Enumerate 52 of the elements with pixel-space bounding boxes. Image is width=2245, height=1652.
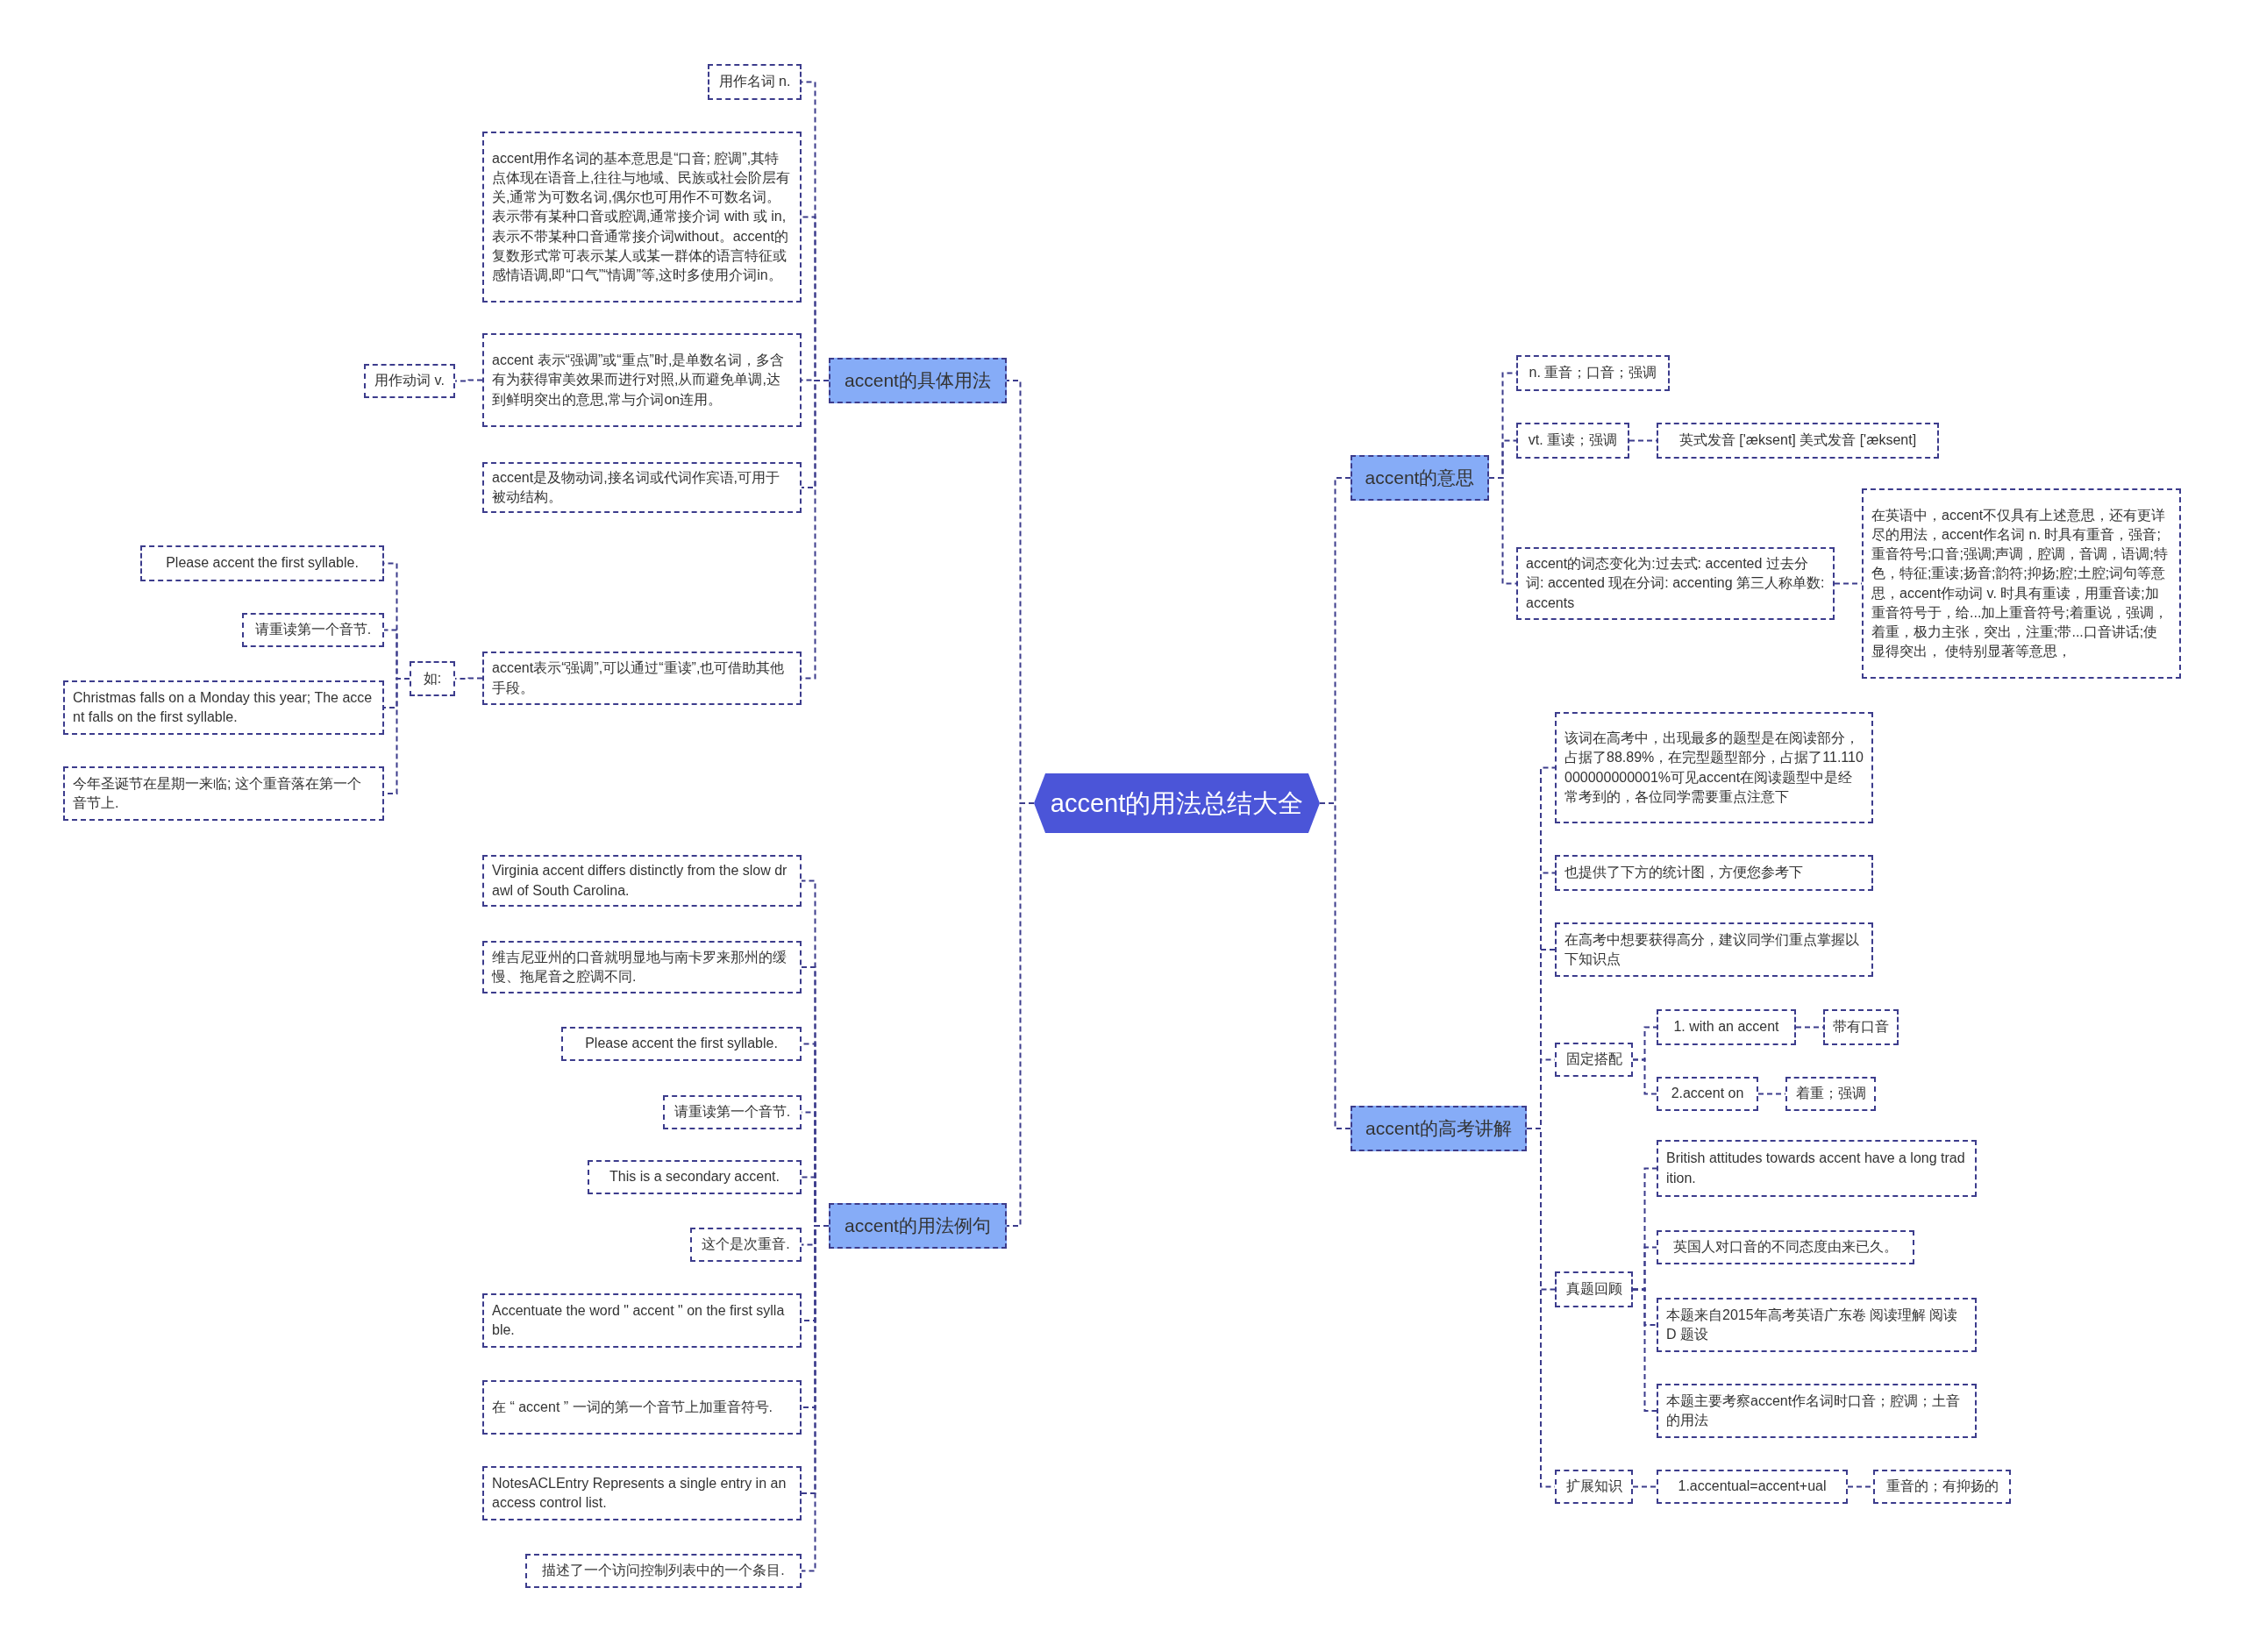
topic-box: 着重；强调 bbox=[1785, 1077, 1876, 1111]
note-box: NotesACLEntry Represents a single entry in an access control list. bbox=[482, 1466, 802, 1520]
topic-box: 带有口音 bbox=[1823, 1009, 1899, 1045]
connector-line bbox=[1632, 1288, 1657, 1412]
connector-line bbox=[454, 379, 483, 382]
note-box: accent用作名词的基本意思是“口音; 腔调”,其特点体现在语音上,往往与地域、民族或社会阶层有关,通常为可数名词,偶尔也可用作不可数名词。表示带有某种口音或腔调,通常接介词 with 或 in,表示不带某种口音通常接介词without。accent的复数形式常可表示某人或某一群体的语言特征或感情语调,即“口气”“情调”等,这时多使用介词in。 bbox=[482, 132, 802, 303]
branch-topic: accent的用法例句 bbox=[829, 1203, 1007, 1249]
topic-box: 用作动词 v. bbox=[364, 364, 455, 398]
topic-box: 描述了一个访问控制列表中的一个条目. bbox=[525, 1554, 802, 1588]
note-box: accent是及物动词,接名词或代词作宾语,可用于被动结构。 bbox=[482, 462, 802, 513]
topic-box: 请重读第一个音节. bbox=[663, 1095, 802, 1129]
topic-box: n. 重音；口音；强调 bbox=[1516, 355, 1670, 391]
note-box: British attitudes towards accent have a long tradition. bbox=[1657, 1140, 1977, 1197]
note-box: 在英语中，accent不仅具有上述意思，还有更详尽的用法，accent作名词 n. 时具有重音，强音;重音符号;口音;强调;声调，腔调，音调，语调;特色，特征;重读;扬音;韵符;抑扬;腔;土腔;词句等意思，accent作动词 v. 时具有重读，用重音读;加重音符号于，给...加上重音符号;着重说，强调，着重，极力主张，突出，注重;带...口音讲话;使显得突出， 使特别显著等意思， bbox=[1862, 488, 2181, 679]
note-box: 本题主要考察accent作名词时口音；腔调；土音的用法 bbox=[1657, 1384, 1977, 1438]
note-box: 该词在高考中，出现最多的题型是在阅读部分，占据了88.89%，在完型题型部分，占据了11.110000000000001%可见accent在阅读题型中是经常考到的，各位同学需要重点注意下 bbox=[1555, 712, 1873, 823]
note-box: Christmas falls on a Monday this year; The accent falls on the first syllable. bbox=[63, 680, 384, 735]
topic-box: 请重读第一个音节. bbox=[242, 613, 384, 647]
note-box: accent的词态变化为:过去式: accented 过去分词: accented 现在分词: accenting 第三人称单数: accents bbox=[1516, 547, 1835, 620]
note-box: accent表示“强调”,可以通过“重读”,也可借助其他手段。 bbox=[482, 652, 802, 705]
branch-topic: accent的具体用法 bbox=[829, 358, 1007, 403]
note-box: Accentuate the word " accent " on the first syllable. bbox=[482, 1293, 802, 1348]
note-box: 在 “ accent ” 一词的第一个音节上加重音符号. bbox=[482, 1380, 802, 1435]
topic-box: 固定搭配 bbox=[1555, 1043, 1633, 1077]
topic-box: This is a secondary accent. bbox=[588, 1160, 802, 1194]
connector-line bbox=[1632, 1058, 1657, 1095]
central-topic: accent的用法总结大全 bbox=[1034, 773, 1320, 833]
note-box: 本题来自2015年高考英语广东卷 阅读理解 阅读D 题设 bbox=[1657, 1298, 1977, 1352]
topic-box: 如: bbox=[410, 661, 455, 696]
topic-box: 1. with an accent bbox=[1657, 1009, 1796, 1045]
topic-box: 1.accentual=accent+ual bbox=[1657, 1470, 1848, 1504]
note-box: 在高考中想要获得高分，建议同学们重点掌握以下知识点 bbox=[1555, 922, 1873, 977]
connector-line bbox=[1488, 477, 1517, 585]
topic-box: 真题回顾 bbox=[1555, 1271, 1633, 1307]
topic-box: 英国人对口音的不同态度由来已久。 bbox=[1657, 1230, 1914, 1264]
note-box: Virginia accent differs distinctly from the slow drawl of South Carolina. bbox=[482, 855, 802, 907]
topic-box: 用作名词 n. bbox=[708, 64, 802, 100]
note-box: accent 表示“强调”或“重点”时,是单数名词，多含有为获得审美效果而进行对照,从而避免单调,达到鲜明突出的意思,常与介词on连用。 bbox=[482, 333, 802, 427]
topic-box: vt. 重读；强调 bbox=[1516, 423, 1629, 459]
branch-topic: accent的意思 bbox=[1351, 455, 1489, 501]
topic-box: Please accent the first syllable. bbox=[561, 1027, 802, 1061]
topic-box: 英式发音 ['æksent] 美式发音 ['æksent] bbox=[1657, 423, 1939, 459]
note-box: 今年圣诞节在星期一来临; 这个重音落在第一个音节上. bbox=[63, 766, 384, 821]
note-box: 也提供了下方的统计图，方便您参考下 bbox=[1555, 855, 1873, 891]
branch-topic: accent的高考讲解 bbox=[1351, 1106, 1527, 1151]
topic-box: Please accent the first syllable. bbox=[140, 545, 384, 581]
topic-box: 重音的；有抑扬的 bbox=[1873, 1470, 2011, 1504]
connector-line bbox=[1632, 1485, 1657, 1488]
topic-box: 这个是次重音. bbox=[690, 1228, 802, 1262]
topic-box: 2.accent on bbox=[1657, 1077, 1758, 1111]
topic-box: 扩展知识 bbox=[1555, 1470, 1633, 1504]
note-box: 维吉尼亚州的口音就明显地与南卡罗来那州的缓慢、拖尾音之腔调不同. bbox=[482, 941, 802, 993]
